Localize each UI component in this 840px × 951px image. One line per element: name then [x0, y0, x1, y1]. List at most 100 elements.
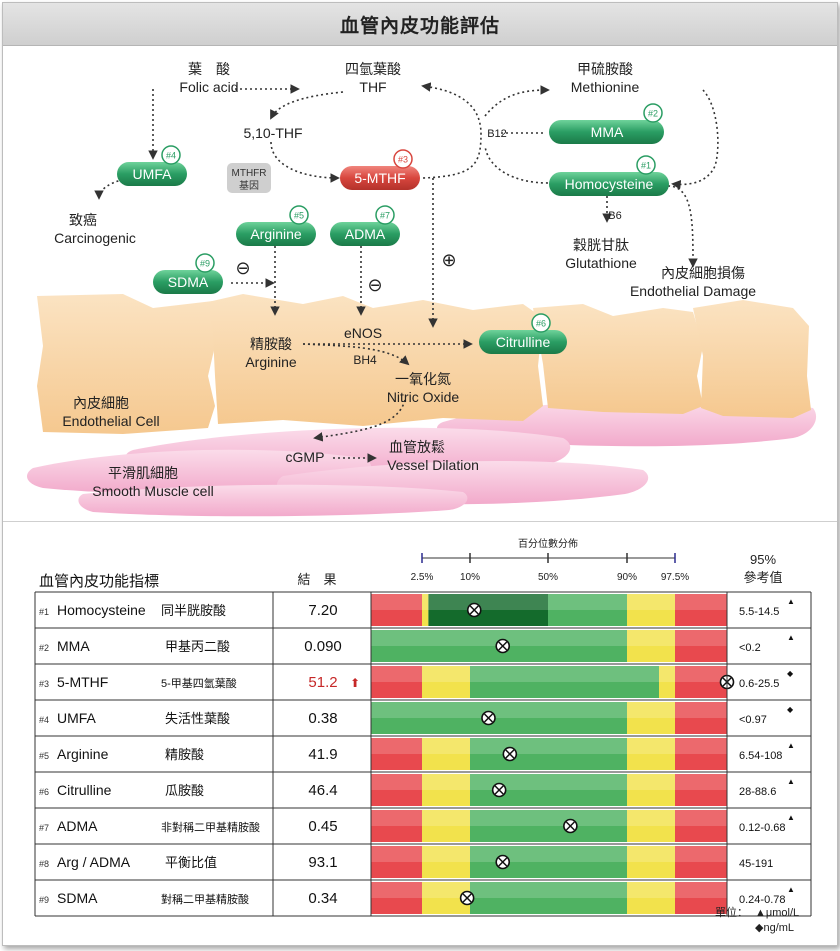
percentile-zone [422, 810, 470, 842]
pill-mthf-number: #3 [398, 155, 408, 165]
row-reference-range: 0.12-0.68 [739, 822, 785, 834]
row-result-value: 0.34 [308, 890, 337, 907]
pill-sdma-number: #9 [200, 259, 210, 269]
pill-mma-label: MMA [591, 124, 624, 140]
percentile-zone [371, 882, 422, 914]
row-indicator-name: MMA [57, 638, 90, 654]
row-indicator-zh: 瓜胺酸 [165, 783, 204, 798]
percentile-zone [470, 666, 659, 698]
percentile-zone [371, 774, 422, 806]
methionine-zh: 甲硫胺酸 [577, 61, 633, 77]
row-indicator-zh: 失活性葉酸 [165, 711, 230, 726]
row-number: #1 [39, 607, 49, 617]
methylene-thf-label: 5,10-THF [243, 125, 302, 141]
pathway-arrows [94, 82, 719, 463]
endothelial-damage-en: Endothelial Damage [630, 283, 756, 299]
endothelial-cell-en: Endothelial Cell [62, 413, 159, 429]
row-indicator-zh: 對稱二甲基精胺酸 [161, 892, 249, 906]
percentile-title: 百分位數分佈 [518, 537, 578, 550]
row-indicator-name: Arg / ADMA [57, 854, 131, 870]
percentile-zone [675, 666, 727, 698]
row-indicator-name: Homocysteine [57, 602, 146, 618]
reference-unit-mark: ▲ [787, 741, 795, 750]
percentile-zone [371, 702, 627, 734]
b12-label: B12 [487, 128, 507, 140]
percentile-zone [675, 846, 727, 878]
percentile-zone [627, 810, 675, 842]
smooth-muscle-en: Smooth Muscle cell [92, 483, 213, 499]
smooth-muscle-zh: 平滑肌細胞 [108, 465, 178, 481]
row-number: #5 [39, 751, 49, 761]
endothelial-indicator-table: 血管內皮功能指標 結 果 百分位數分佈 95% 參考值 2.5%10%50%90… [3, 522, 837, 945]
percentile-zone [428, 594, 548, 626]
b6-label: B6 [608, 210, 621, 222]
row-reference-range: 0.24-0.78 [739, 894, 785, 906]
pill-arginine-number: #5 [294, 211, 304, 221]
percentile-ticks: 2.5%10%50%90%97.5% [411, 553, 689, 583]
reference-unit-mark: ▲ [787, 777, 795, 786]
ref-header-line2: 參考值 [743, 570, 782, 585]
result-marker-icon [502, 746, 518, 762]
methionine-en: Methionine [571, 79, 640, 95]
percentile-tick-label: 10% [460, 572, 480, 583]
pill-mthf-label: 5-MTHF [354, 170, 405, 186]
pill-umfa-label: UMFA [133, 166, 173, 182]
percentile-zone [371, 810, 422, 842]
percentile-zone [371, 594, 422, 626]
mthfr-line1: MTHFR [232, 168, 267, 179]
thf-zh: 四氫葉酸 [345, 61, 401, 77]
pill-arginine-label: Arginine [250, 226, 302, 242]
endothelial-pathway-diagram: 葉 酸 Folic acid 四氫葉酸 THF 甲硫胺酸 Methionine … [3, 46, 837, 521]
pill-citrulline: Citrulline #6 [479, 313, 567, 354]
row-number: #4 [39, 715, 49, 725]
mthf-enhance-sign: ⊕ [441, 250, 456, 270]
pathway-svg: 葉 酸 Folic acid 四氫葉酸 THF 甲硫胺酸 Methionine … [27, 61, 817, 517]
row-result-value: 0.45 [308, 818, 337, 835]
percentile-zone [675, 738, 727, 770]
percentile-zone [470, 738, 627, 770]
percentile-zone [422, 738, 470, 770]
pill-adma: ADMA #7 [330, 205, 400, 246]
percentile-zone [422, 666, 470, 698]
unit-line1: ▲μmol/L [755, 907, 799, 919]
result-marker-icon [466, 602, 482, 618]
percentile-zone [675, 702, 727, 734]
row-reference-range: 5.5-14.5 [739, 606, 779, 618]
reference-unit-mark: ◆ [787, 705, 794, 714]
glutathione-zh: 穀胱甘肽 [573, 237, 629, 253]
result-marker-icon [495, 854, 511, 870]
ref-header-line1: 95% [750, 552, 776, 567]
percentile-zone [627, 630, 675, 662]
row-indicator-name: Citrulline [57, 782, 112, 798]
result-marker-icon [563, 818, 578, 834]
glutathione-en: Glutathione [565, 255, 637, 271]
percentile-zone [659, 666, 675, 698]
row-result-value: 46.4 [308, 782, 337, 799]
row-reference-range: <0.2 [739, 642, 761, 654]
percentile-zone [371, 846, 422, 878]
pill-adma-label: ADMA [345, 226, 386, 242]
pill-citrulline-label: Citrulline [496, 334, 551, 350]
pill-homocysteine-label: Homocysteine [565, 176, 654, 192]
row-number: #6 [39, 787, 49, 797]
carcinogenic-zh: 致癌 [69, 212, 97, 228]
row-result-value: 93.1 [308, 854, 337, 871]
percentile-tick-label: 97.5% [661, 572, 689, 583]
percentile-zone [627, 702, 675, 734]
row-number: #9 [39, 895, 49, 905]
cgmp-label: cGMP [286, 449, 325, 465]
pill-umfa: UMFA #4 [117, 145, 187, 186]
row-reference-range: <0.97 [739, 714, 767, 726]
folic-acid-zh: 葉 酸 [188, 61, 230, 77]
table-row: #6 Citrulline 瓜胺酸 46.4 28-88.6 ▲ [39, 774, 795, 806]
row-reference-range: 28-88.6 [739, 786, 776, 798]
percentile-zone [422, 774, 470, 806]
row-indicator-zh: 甲基丙二酸 [165, 639, 230, 654]
row-indicator-name: UMFA [57, 710, 97, 726]
arginine-zh: 精胺酸 [250, 336, 292, 352]
smooth-muscle-layer [27, 399, 817, 517]
row-number: #7 [39, 823, 49, 833]
